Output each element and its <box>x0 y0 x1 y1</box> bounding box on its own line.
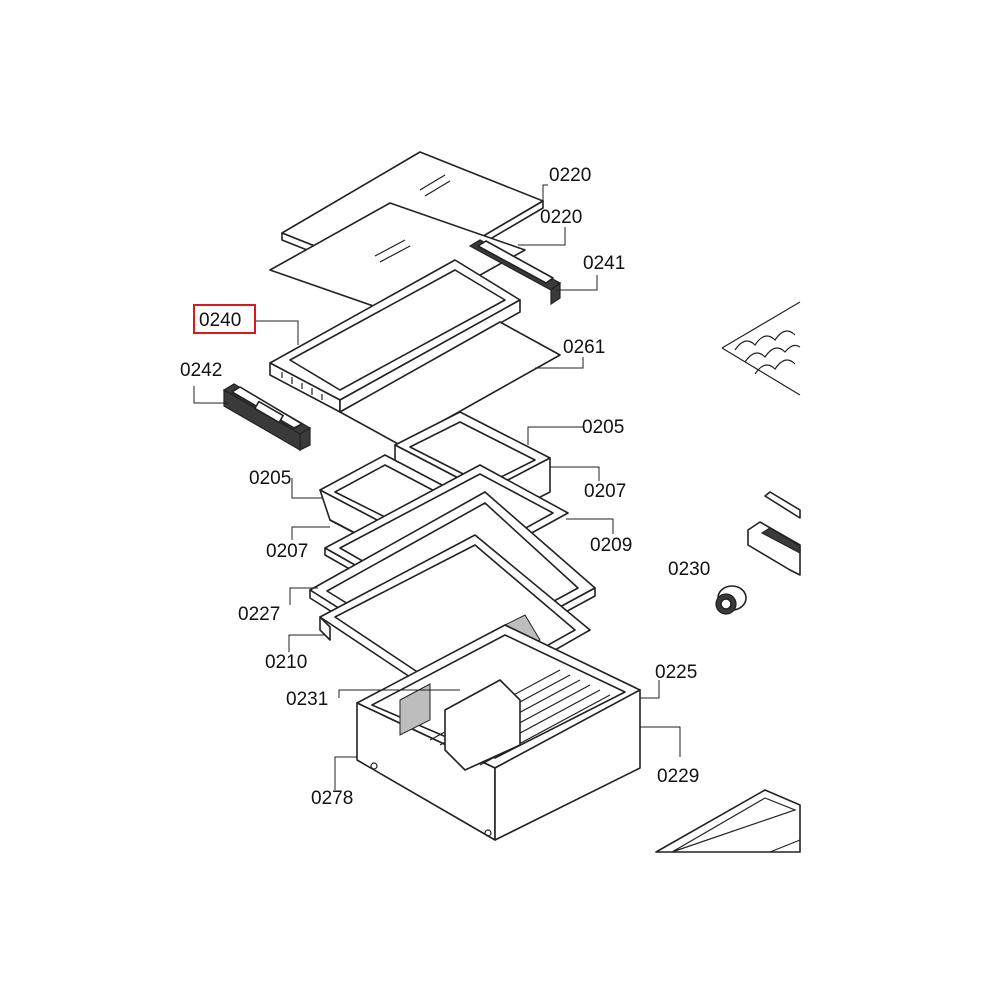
label-0209: 0209 <box>590 535 632 556</box>
label-0207-left: 0207 <box>266 541 308 562</box>
highlight-box <box>193 304 256 334</box>
label-0220-second: 0220 <box>540 207 582 228</box>
label-0241: 0241 <box>583 253 625 274</box>
label-0205-right: 0205 <box>582 417 624 438</box>
label-0242: 0242 <box>180 360 222 381</box>
glass-shelf-second <box>269 202 526 318</box>
label-0231: 0231 <box>286 689 328 710</box>
tray-partial <box>655 789 801 853</box>
label-0210: 0210 <box>265 652 307 673</box>
label-0225: 0225 <box>655 662 697 683</box>
label-0220-top: 0220 <box>549 165 591 186</box>
side-trim-left <box>222 383 312 452</box>
side-trim-right <box>468 239 562 306</box>
bottle-rack-partial <box>721 301 801 396</box>
leader-lines <box>193 184 681 790</box>
label-0278: 0278 <box>311 788 353 809</box>
label-0229: 0229 <box>657 766 699 787</box>
label-0261: 0261 <box>563 337 605 358</box>
shelf-frame <box>269 259 521 413</box>
label-0230: 0230 <box>668 559 710 580</box>
label-0240: 0240 <box>199 310 241 331</box>
roller-part <box>715 585 747 615</box>
rail-partial <box>747 491 801 576</box>
label-0227: 0227 <box>238 604 280 625</box>
label-0205-left: 0205 <box>249 468 291 489</box>
crisper-bin <box>356 624 641 841</box>
glass-plate <box>339 321 561 446</box>
label-0207-right: 0207 <box>584 481 626 502</box>
